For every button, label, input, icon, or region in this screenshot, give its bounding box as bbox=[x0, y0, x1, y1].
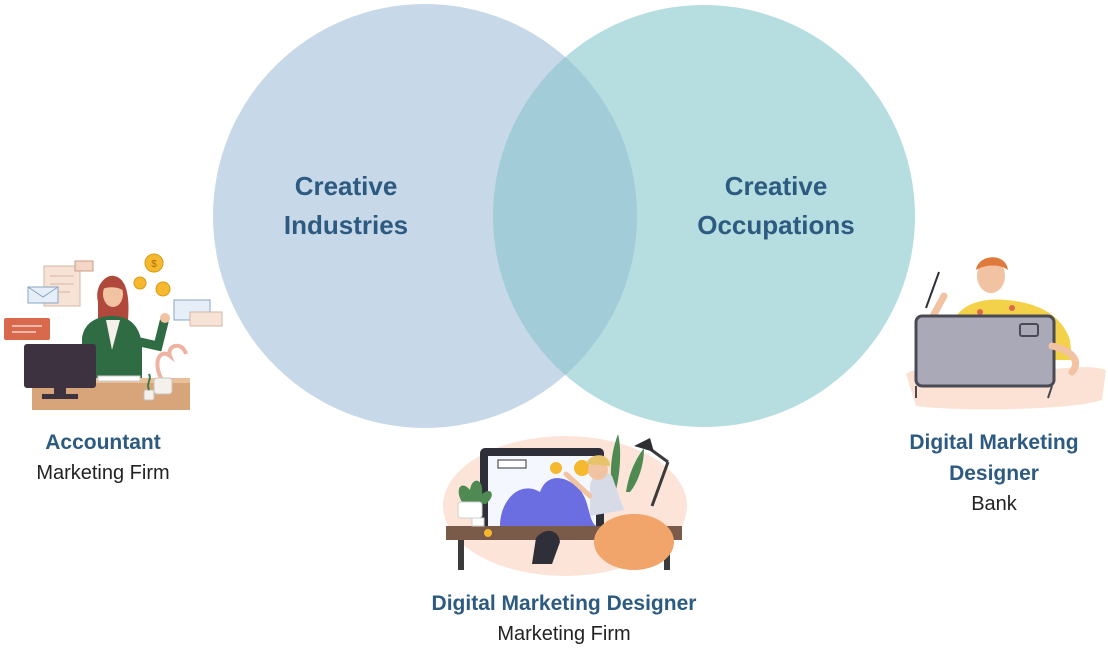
svg-text:$: $ bbox=[151, 259, 157, 270]
creative-occupations-label: Creative Occupations bbox=[697, 171, 855, 240]
center-designer-caption: Digital Marketing Designer Marketing Fir… bbox=[364, 588, 764, 650]
accountant-caption: Accountant Marketing Firm bbox=[8, 427, 198, 489]
role-title: Digital Marketing Designer bbox=[431, 592, 697, 615]
chat-bubble-icon bbox=[4, 318, 50, 340]
designer-drawing-illustration bbox=[443, 434, 687, 576]
coin-icon bbox=[133, 276, 147, 290]
organization: Marketing Firm bbox=[497, 623, 631, 645]
tablet-designer-illustration bbox=[906, 257, 1106, 410]
role-title-line1: Digital Marketing bbox=[909, 431, 1079, 454]
accountant-illustration: $ bbox=[4, 253, 223, 410]
coin-icon bbox=[144, 253, 164, 273]
overlap-region bbox=[493, 5, 637, 427]
monitor-icon bbox=[24, 344, 96, 388]
right-designer-caption: Digital Marketing Designer Bank bbox=[878, 427, 1108, 520]
tablet-icon bbox=[914, 314, 1056, 388]
creative-industries-label: Creative Industries bbox=[283, 171, 409, 240]
envelope-icon bbox=[27, 286, 59, 304]
envelope-icon bbox=[74, 260, 94, 272]
organization: Marketing Firm bbox=[36, 462, 170, 484]
coin-icon bbox=[155, 281, 171, 297]
role-title-line2: Designer bbox=[949, 462, 1039, 485]
organization: Bank bbox=[971, 493, 1017, 515]
role-title: Accountant bbox=[45, 431, 161, 454]
